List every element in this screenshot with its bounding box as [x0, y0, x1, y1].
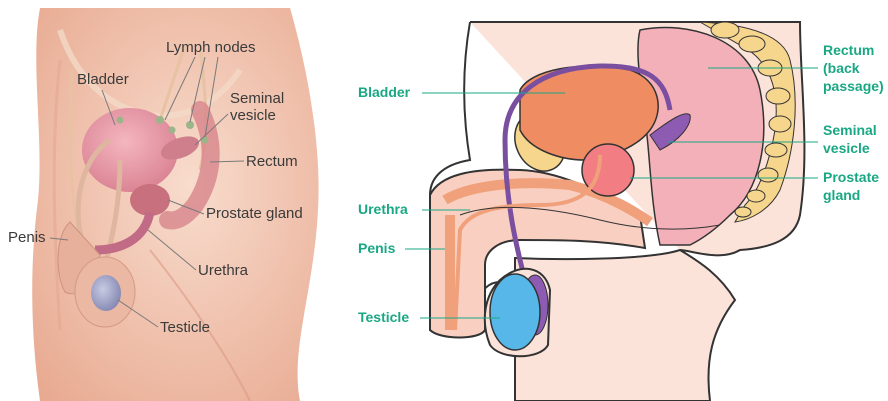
label-right-seminal-2: vesicle [823, 140, 870, 156]
label-left-lymph-nodes: Lymph nodes [166, 39, 256, 56]
right-illustration [430, 22, 804, 401]
label-right-bladder: Bladder [358, 84, 411, 100]
label-left-seminal-2: vesicle [230, 107, 276, 124]
label-left-rectum: Rectum [246, 153, 298, 170]
label-left-urethra: Urethra [198, 262, 249, 279]
label-right-urethra: Urethra [358, 201, 408, 217]
label-right-prostate-2: gland [823, 187, 860, 203]
label-right-prostate-1: Prostate [823, 169, 879, 185]
label-left-testicle: Testicle [160, 319, 210, 336]
prostate-organ [130, 184, 170, 216]
label-right-testicle: Testicle [358, 309, 409, 325]
label-left-seminal-1: Seminal [230, 90, 284, 107]
label-right-rectum-2: (back [823, 60, 860, 76]
testicle-organ [91, 275, 121, 311]
label-left-prostate: Prostate gland [206, 205, 303, 222]
label-right-seminal-1: Seminal [823, 122, 877, 138]
label-left-bladder: Bladder [77, 71, 129, 88]
testicle-section [490, 274, 540, 350]
label-right-rectum-3: passage) [823, 78, 884, 94]
label-left-penis: Penis [8, 229, 46, 246]
label-right-penis: Penis [358, 240, 396, 256]
label-right-rectum-1: Rectum [823, 42, 874, 58]
